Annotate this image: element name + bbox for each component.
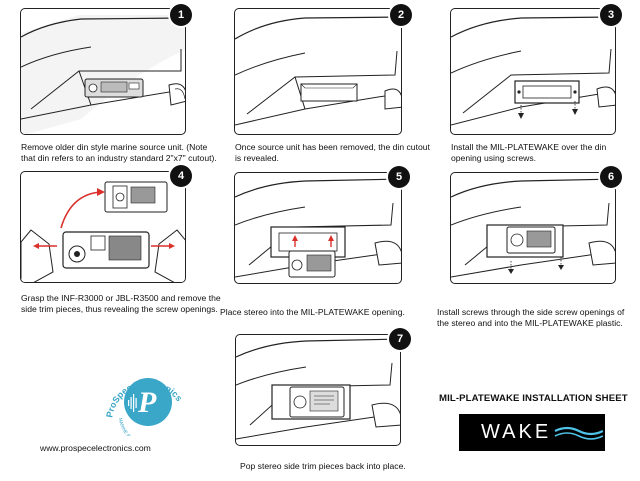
- wake-logo-text: WAKE: [481, 421, 552, 443]
- step-number-badge: 1: [170, 4, 192, 26]
- step-4-illustration: [20, 171, 186, 283]
- svg-text:P: P: [137, 386, 157, 419]
- step-5-caption: Place stereo into the MIL-PLATEWAKE open…: [220, 307, 405, 317]
- step-7-caption: Pop stereo side trim pieces back into pl…: [240, 461, 406, 471]
- step-number-badge: 2: [390, 4, 412, 26]
- step-1-illustration: [20, 8, 186, 135]
- step-2-caption: Once source unit has been removed, the d…: [235, 142, 430, 163]
- step-4-caption: Grasp the INF-R3000 or JBL-R3500 and rem…: [21, 293, 221, 314]
- step-number-badge: 3: [600, 4, 622, 26]
- step-number-badge: 7: [389, 328, 411, 350]
- step-number-badge: 4: [170, 165, 192, 187]
- step-number-badge: 6: [600, 166, 622, 188]
- step-1-caption: Remove older din style marine source uni…: [21, 142, 217, 163]
- wave-icon: [554, 426, 604, 440]
- prospec-electronics-logo: P ProSpec Electronics MARINE AUDIO EXPER…: [40, 346, 190, 446]
- step-number-badge: 5: [388, 166, 410, 188]
- step-6-caption: Install screws through the side screw op…: [437, 307, 625, 328]
- website-url: www.prospecelectronics.com: [40, 443, 151, 453]
- step-3-caption: Install the MIL-PLATEWAKE over the din o…: [451, 142, 607, 163]
- wake-logo: WAKE: [459, 414, 605, 451]
- sheet-title: MIL-PLATEWAKE INSTALLATION SHEET: [439, 393, 628, 404]
- step-3-illustration: [450, 8, 616, 135]
- step-7-illustration: [235, 334, 401, 446]
- step-5-illustration: [234, 172, 402, 284]
- step-2-illustration: [234, 8, 402, 135]
- step-6-illustration: [450, 172, 616, 284]
